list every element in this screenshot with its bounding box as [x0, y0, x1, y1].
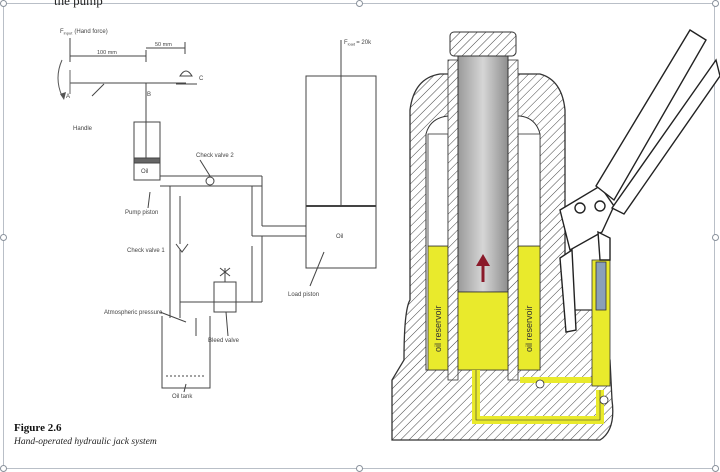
check-valve-1-label: Check valve 1 — [127, 248, 165, 254]
pump-cylinder — [133, 121, 161, 181]
load-piston-label: Load piston — [288, 292, 319, 298]
bottle-jack-cutaway: oil reservoir oil reservoir — [391, 29, 720, 441]
load-oil-label: Oil — [336, 234, 343, 240]
check-valve-1 — [175, 243, 189, 253]
resize-handle-bottom-right[interactable] — [712, 465, 719, 472]
resize-handle-middle-left[interactable] — [0, 234, 7, 241]
resize-handle-middle-right[interactable] — [712, 234, 719, 241]
jack-check-valve — [535, 379, 545, 389]
pump-plunger — [595, 261, 607, 311]
pump-oil-label: Oil — [141, 169, 148, 175]
handle-label: Handle — [73, 126, 93, 132]
jack-ram — [457, 53, 509, 293]
svg-text:Fload= 20k: Fload= 20k — [344, 40, 372, 47]
figure-caption: Hand-operated hydraulic jack system — [14, 437, 157, 447]
oil-tank-label: Oil tank — [172, 394, 193, 400]
hydraulic-schematic: Finput(Hand force) 100 mm 50 mm A B C Ha… — [57, 29, 377, 400]
figure-label: Figure 2.6 — [14, 422, 62, 434]
oil-under-ram — [457, 291, 509, 371]
atmospheric-pressure-label: Atmospheric pressure — [104, 310, 163, 316]
check-valve-2-label: Check valve 2 — [196, 153, 234, 159]
dim-50-label: 50 mm — [155, 42, 172, 48]
pump-linkage-assembly — [559, 185, 615, 333]
point-c-label: C — [199, 76, 204, 82]
resize-handle-bottom-middle[interactable] — [356, 465, 363, 472]
oil-tank — [161, 316, 211, 389]
right-reservoir-label: oil reservoir — [524, 305, 534, 352]
check-valve-2 — [205, 176, 215, 186]
cropped-heading-text: the pump — [54, 0, 103, 8]
left-reservoir-label: oil reservoir — [433, 305, 443, 352]
resize-handle-top-middle[interactable] — [356, 0, 363, 7]
ram-up-arrow-icon — [476, 254, 490, 282]
bleed-valve — [213, 281, 237, 313]
resize-handle-top-right[interactable] — [712, 0, 719, 7]
point-a-label: A — [66, 94, 70, 100]
resize-handle-bottom-left[interactable] — [0, 465, 7, 472]
svg-text:Finput(Hand force): Finput(Hand force) — [60, 29, 108, 36]
point-b-label: B — [147, 92, 151, 98]
pump-handle — [595, 29, 720, 215]
ram-cap — [449, 31, 517, 57]
hand-force-arc — [57, 59, 63, 97]
bleed-valve-label: Bleed valve — [208, 338, 240, 344]
dim-100-label: 100 mm — [97, 50, 117, 56]
pump-piston-label: Pump piston — [125, 210, 158, 216]
jack-release-valve — [599, 395, 609, 405]
pump-piston-head — [133, 157, 161, 164]
resize-handle-top-left[interactable] — [0, 0, 7, 7]
pivot-c — [179, 70, 193, 77]
